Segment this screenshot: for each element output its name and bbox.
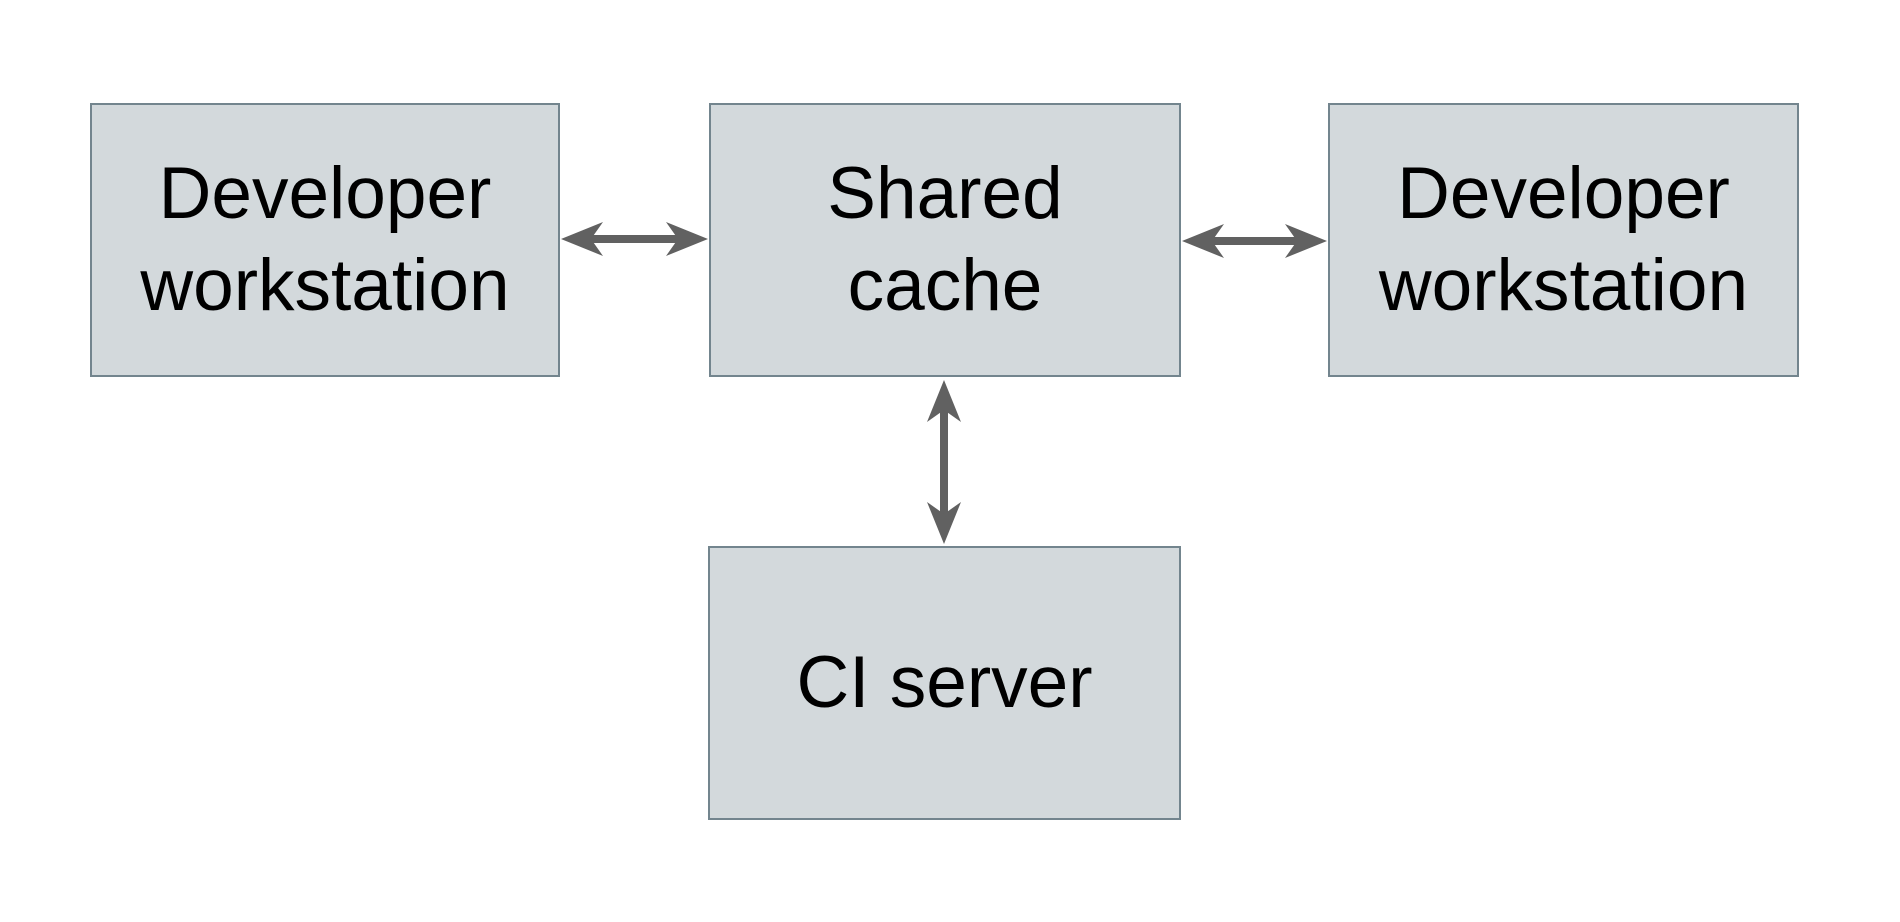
- arrowhead-up-icon: [927, 380, 961, 422]
- node-shared-cache: Shared cache: [709, 103, 1181, 377]
- node-label-line: workstation: [140, 245, 510, 326]
- arrowhead-down-icon: [927, 502, 961, 544]
- node-label: Shared cache: [827, 148, 1062, 332]
- arrowhead-right-icon: [1285, 224, 1327, 258]
- double-arrow-icon: [927, 380, 961, 544]
- node-label-line: workstation: [1378, 245, 1749, 326]
- double-arrow-icon: [1182, 224, 1327, 258]
- node-label-line: Developer: [158, 153, 492, 234]
- node-ci-server: CI server: [708, 546, 1181, 820]
- node-label-line: Developer: [1397, 153, 1730, 234]
- node-developer-workstation-right: Developer workstation: [1328, 103, 1799, 377]
- node-label-line: Shared: [827, 153, 1063, 234]
- arrowhead-left-icon: [1182, 224, 1224, 258]
- double-arrow-icon: [561, 222, 708, 256]
- node-label: Developer workstation: [1379, 148, 1748, 332]
- arrowhead-left-icon: [561, 222, 603, 256]
- arrowhead-right-icon: [666, 222, 708, 256]
- node-label: Developer workstation: [140, 148, 509, 332]
- node-label-line: CI server: [796, 642, 1093, 723]
- node-label: CI server: [796, 637, 1092, 729]
- node-label-line: cache: [847, 245, 1043, 326]
- node-developer-workstation-left: Developer workstation: [90, 103, 560, 377]
